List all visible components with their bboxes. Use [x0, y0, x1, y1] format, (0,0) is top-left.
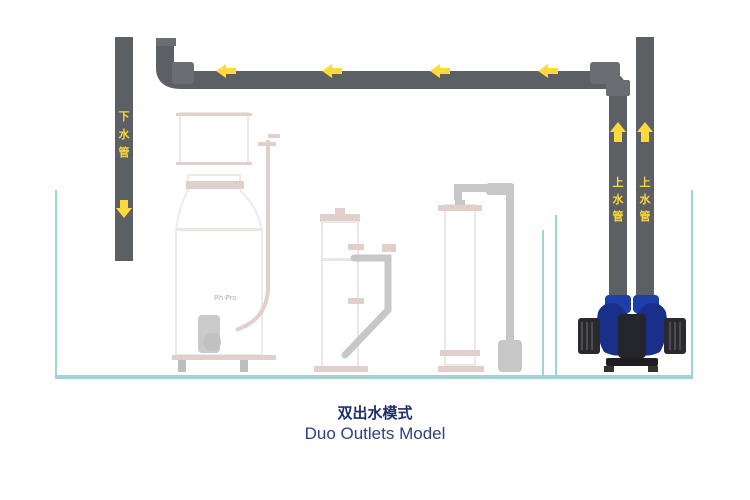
- reactor-cap: [320, 214, 360, 222]
- column-base: [438, 366, 484, 372]
- reactor-cap-knob: [335, 208, 345, 214]
- pump-motor-left: [578, 318, 600, 354]
- arrow-left-icon: [538, 64, 558, 78]
- caption-title-zh: 双出水模式: [337, 404, 413, 422]
- skimmer-logo: Rh·Pro: [214, 294, 237, 302]
- column-return-pipe: [454, 184, 514, 350]
- reactor-fitting-right: [382, 244, 396, 252]
- skimmer-cup-lid: [176, 113, 252, 116]
- reactor-base: [314, 366, 368, 372]
- skimmer-cup-ring: [176, 162, 252, 165]
- column-pump: [498, 340, 522, 372]
- svg-text:水: 水: [613, 192, 625, 206]
- skimmer-collar: [186, 181, 244, 189]
- svg-text:水: 水: [640, 192, 652, 206]
- skimmer-foot-left: [178, 360, 186, 372]
- return-pipe-elbow-right: [590, 62, 620, 84]
- svg-text:下: 下: [119, 110, 130, 123]
- skimmer-valve-cap: [268, 134, 280, 138]
- filter-column: [438, 183, 522, 372]
- return-pipe-right-label: 上 水 管: [640, 175, 652, 223]
- skimmer-cup: [179, 112, 249, 164]
- skimmer-pump-impeller: [203, 333, 221, 351]
- arrow-left-icon: [322, 64, 342, 78]
- return-pipe-end-cap: [156, 38, 176, 46]
- pump-center-housing: [618, 314, 646, 358]
- reactor-fitting-top: [348, 244, 364, 250]
- pump-foot-right: [648, 366, 658, 372]
- media-reactor: [314, 208, 396, 372]
- svg-text:管: 管: [119, 145, 130, 159]
- reactor-fitting-mid: [348, 298, 364, 304]
- skimmer-outlet-pipe: [235, 140, 270, 332]
- column-mid-plate: [440, 350, 480, 356]
- skimmer-band: [176, 228, 262, 231]
- return-pipe-right: [636, 37, 654, 300]
- svg-text:上: 上: [640, 175, 651, 189]
- arrow-left-icon: [430, 64, 450, 78]
- skimmer-base: [172, 355, 276, 360]
- reactor-band: [322, 258, 358, 261]
- arrow-down-icon: [116, 200, 132, 218]
- drain-pipe-label: 下 水 管: [119, 110, 131, 159]
- reactor-pipe: [341, 254, 392, 359]
- caption-title-en: Duo Outlets Model: [304, 424, 446, 443]
- arrow-left-icon: [216, 64, 236, 78]
- return-pipe-elbow-left: [172, 62, 194, 84]
- svg-text:水: 水: [119, 127, 131, 141]
- column-top-plate: [438, 205, 482, 211]
- return-pipe-left-label: 上 水 管: [613, 175, 625, 223]
- dual-outlet-pump: [578, 295, 686, 372]
- flow-arrows-horizontal: [216, 64, 558, 78]
- protein-skimmer: Rh·Pro: [172, 112, 280, 372]
- column-elbow: [486, 183, 514, 195]
- svg-text:上: 上: [613, 175, 624, 189]
- svg-text:管: 管: [613, 209, 624, 223]
- arrow-up-icon: [610, 122, 626, 142]
- aquarium-tank: [55, 190, 693, 379]
- arrow-up-icon: [637, 122, 653, 142]
- drain-pipe: [115, 37, 133, 261]
- pump-base: [606, 358, 658, 366]
- skimmer-foot-right: [240, 360, 248, 372]
- column-top-fitting: [455, 200, 465, 205]
- pump-foot-left: [604, 366, 614, 372]
- return-pipe-coupling: [606, 80, 630, 96]
- tank-bottom: [56, 375, 692, 379]
- svg-text:管: 管: [640, 209, 651, 223]
- skimmer-valve: [258, 142, 276, 146]
- column-tube: [444, 204, 476, 366]
